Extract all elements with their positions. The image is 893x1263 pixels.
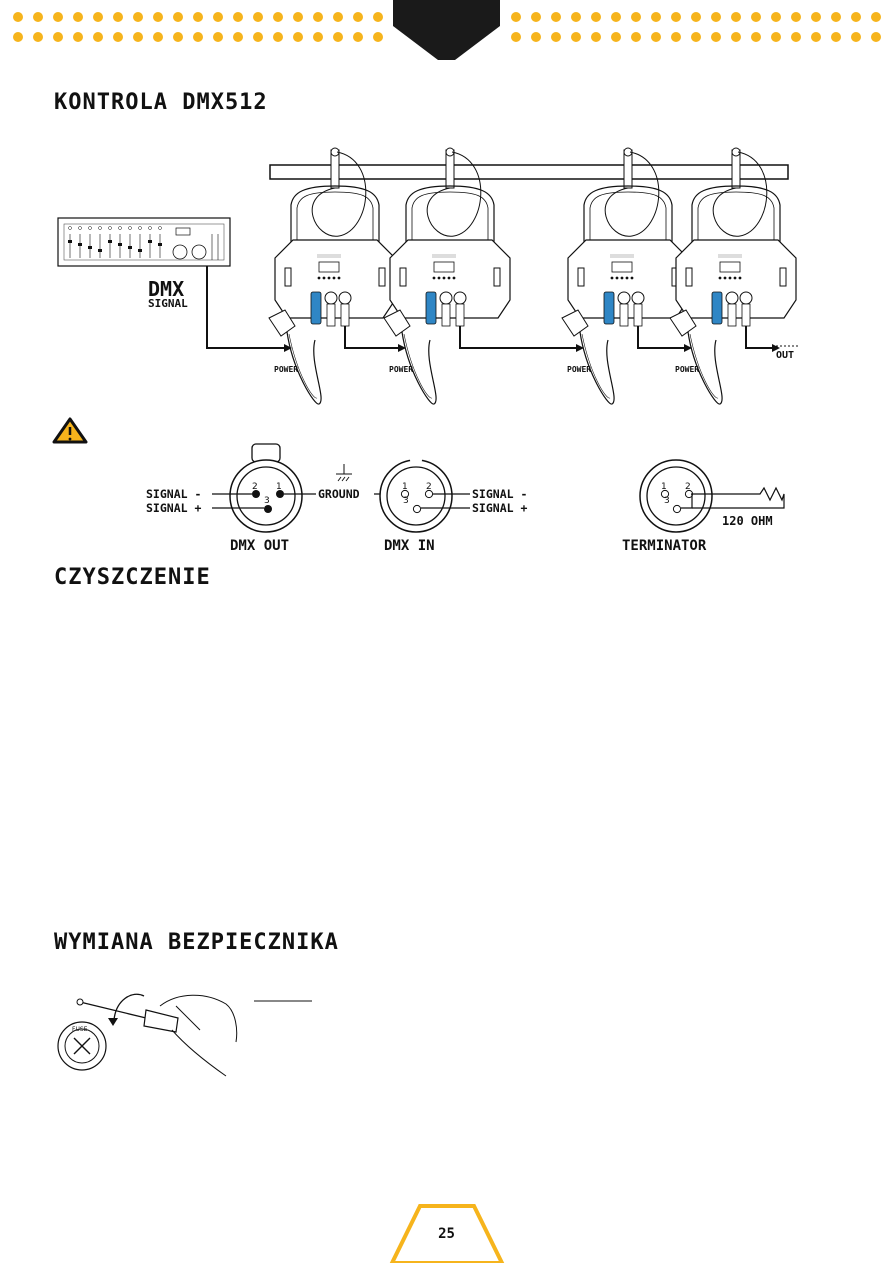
resistor-label: 120 OHM <box>722 514 773 528</box>
truss-bar <box>269 164 789 180</box>
fixture-1: POWER <box>268 147 406 405</box>
section-title-fuse: WYMIANA BEZPIECZNIKA <box>54 930 339 955</box>
power-label: POWER <box>567 365 591 374</box>
section-title-cleaning: CZYSZCZENIE <box>54 565 211 590</box>
warning-icon <box>52 417 88 444</box>
in-signal-minus-label: SIGNAL - <box>472 487 527 501</box>
in-signal-plus-label: SIGNAL + <box>472 501 527 515</box>
dmx-in-label: DMX IN <box>384 538 435 554</box>
dmx-signal-title: DMX <box>148 277 184 301</box>
terminator-label: TERMINATOR <box>622 538 707 554</box>
page-number-badge <box>389 1204 505 1263</box>
dmx-controller <box>57 217 231 267</box>
fixture-2: POWER <box>383 147 584 405</box>
svg-text:1: 1 <box>661 482 667 492</box>
dmx-out-connector: 2 1 3 <box>229 443 303 533</box>
svg-text:3: 3 <box>664 496 670 506</box>
svg-text:1: 1 <box>276 482 282 492</box>
out-signal-plus-label: SIGNAL + <box>146 501 201 515</box>
svg-text:3: 3 <box>403 496 409 506</box>
ground-label: GROUND <box>318 487 360 501</box>
svg-text:3: 3 <box>264 496 270 506</box>
dmx-chain-diagram: DMX SIGNAL POWER POWER POWER POWER OUT <box>57 147 800 405</box>
terminator-connector: 1 2 3 <box>639 459 785 533</box>
power-label: POWER <box>274 365 298 374</box>
fuse-label: FUSE <box>72 1026 88 1033</box>
power-label: POWER <box>389 365 413 374</box>
dmx-signal-subtitle: SIGNAL <box>148 297 188 310</box>
ground-icon <box>336 464 352 482</box>
fixture-3: POWER <box>561 147 692 405</box>
fuse-replacement-illustration: FUSE <box>57 993 312 1077</box>
top-dot-border <box>13 12 881 42</box>
power-label: POWER <box>675 365 699 374</box>
dmx-out-label: DMX OUT <box>230 538 289 554</box>
svg-text:2: 2 <box>426 482 432 492</box>
fixture-4: POWER <box>669 147 797 405</box>
page-number: 25 <box>438 1226 455 1242</box>
section-title-dmx: KONTROLA DMX512 <box>54 90 268 115</box>
dmx-in-connector: 1 2 3 <box>379 457 453 533</box>
out-label: OUT <box>776 350 794 361</box>
svg-text:2: 2 <box>685 482 691 492</box>
out-signal-minus-label: SIGNAL - <box>146 487 201 501</box>
svg-text:1: 1 <box>402 482 408 492</box>
svg-text:2: 2 <box>252 482 258 492</box>
header-tab <box>393 0 500 60</box>
